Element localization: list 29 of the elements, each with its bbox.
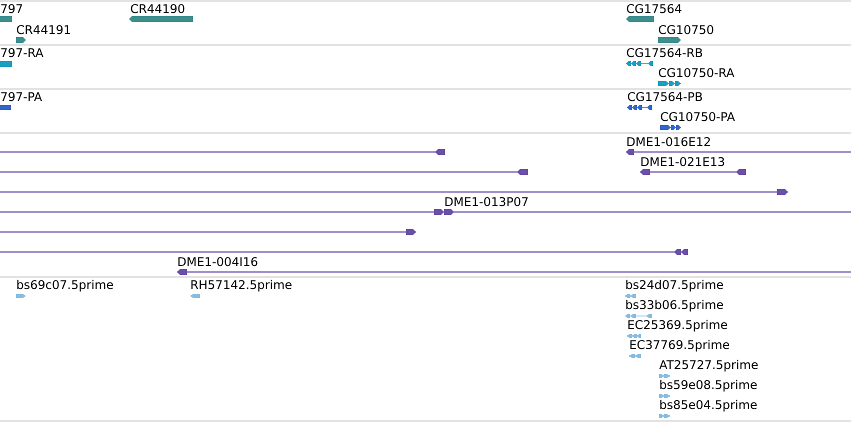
clone-line bbox=[0, 228, 416, 235]
feature-label: bs33b06.5prime bbox=[626, 300, 723, 312]
feature-label: CG10750-PA bbox=[660, 112, 735, 122]
clone-line bbox=[0, 189, 788, 195]
feature-label: EC37769.5prime bbox=[630, 340, 730, 352]
feature-label: bs59e08.5prime bbox=[660, 380, 757, 392]
feature-label: DME1-021E13 bbox=[641, 157, 724, 166]
feature-label: RH57142.5prime bbox=[191, 280, 292, 292]
feature-label: AT25727.5prime bbox=[659, 360, 758, 372]
feature-label: CR44191 bbox=[16, 25, 70, 34]
feature-label: EC25369.5prime bbox=[628, 320, 728, 332]
clone-line bbox=[0, 149, 445, 155]
feature-label: bs24d07.5prime bbox=[626, 280, 723, 292]
feature-label: DME1-004I16 bbox=[178, 257, 258, 266]
feature-label: bs69c07.5prime bbox=[17, 280, 113, 292]
feature-label: DME1-016E12 bbox=[627, 137, 710, 146]
feature-label: CG17564-RB bbox=[626, 48, 702, 58]
feature-label: DME1-013P07 bbox=[445, 197, 528, 206]
feature-label: CG10750-RA bbox=[658, 68, 734, 78]
clone-line bbox=[0, 169, 528, 175]
feature-label: bs85e04.5prime bbox=[660, 400, 757, 412]
feature-label: CG17564 bbox=[626, 4, 682, 14]
feature-label: CG10750 bbox=[658, 25, 714, 34]
feature-label: CG17564-PB bbox=[628, 92, 702, 102]
clone-line bbox=[0, 248, 688, 255]
feature-label: 797 bbox=[1, 4, 22, 14]
feature-label: 797-PA bbox=[1, 92, 42, 102]
feature-label: CR44190 bbox=[130, 4, 184, 14]
feature-label: 797-RA bbox=[1, 48, 44, 58]
